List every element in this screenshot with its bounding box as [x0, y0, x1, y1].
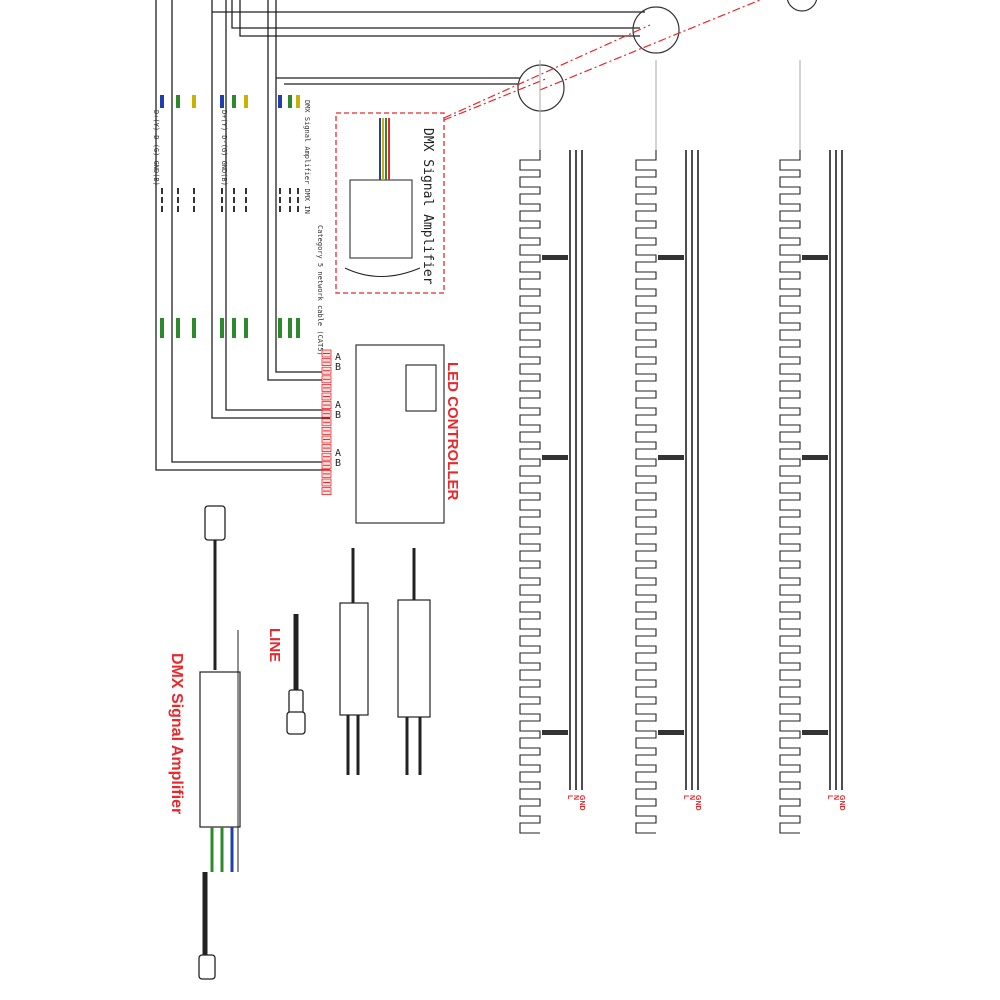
bus-line: [211, 0, 330, 419]
callout-circles: [517, 0, 818, 112]
rail-pin-label: GND: [838, 795, 845, 811]
rail-connector: [802, 455, 828, 460]
amplifier-inset: DMX Signal Amplifier: [335, 112, 445, 294]
rail-connector: [658, 730, 684, 735]
amp-inset-title: DMX Signal Amplifier: [420, 128, 435, 285]
bus-line: [267, 0, 330, 381]
bus-line: [239, 0, 640, 37]
terminal-pin-label: B: [335, 410, 341, 421]
power-supply-1: [339, 548, 369, 775]
terminal-pin-label: A: [335, 400, 341, 411]
terminal-pin-label: A: [335, 352, 341, 363]
bus-line: [155, 0, 330, 471]
bus-line: [225, 0, 330, 411]
line-label: LINE: [266, 628, 283, 662]
bus-line: [171, 0, 330, 463]
rail-connector: [542, 730, 568, 735]
dmx-amplifier-device: DMX Signal Amplifier: [168, 505, 241, 980]
terminal-pin-label: A: [335, 448, 341, 459]
led-strip-path: [635, 150, 657, 834]
power-supply-2: [397, 548, 431, 775]
rail-connector: [658, 455, 684, 460]
rail-pin-label: N: [688, 795, 695, 800]
rail-pin-label: N: [832, 795, 839, 800]
rail-pin-label: N: [572, 795, 579, 800]
rail-pin-label: GND: [694, 795, 701, 811]
rail-connector: [802, 730, 828, 735]
rail-pin-label: L: [566, 795, 573, 800]
rail-connector: [658, 255, 684, 260]
wiring-note: D+(Y) D-(G) GND(B): [152, 110, 160, 186]
wire-color-legend: D+(Y) D-(G) GND(B) D+(Y) D-(G) GND(B) DMX …: [152, 95, 324, 356]
bus-line: [275, 0, 330, 373]
terminal-pin-label: B: [335, 458, 341, 469]
rail-connector: [802, 255, 828, 260]
amplifier-label: DMX Signal Amplifier: [168, 653, 185, 814]
rail-pin-label: GND: [578, 795, 585, 811]
led-strip-path: [519, 150, 541, 834]
wiring-note: DMX Signal Amplifier DMX IN: [303, 100, 311, 214]
led-strip-path: [779, 150, 801, 834]
controller-label: LED CONTROLLER: [444, 362, 461, 500]
dmx-bus-lines: [155, 0, 645, 471]
rail-pin-label: L: [826, 795, 833, 800]
callout-leaders: [443, 0, 761, 121]
rail-connector: [542, 255, 568, 260]
rail-pin-label: L: [682, 795, 689, 800]
wiring-note: Category 5 network cable (CAT5): [316, 225, 324, 356]
line-connector: LINE: [266, 614, 306, 735]
bus-line: [231, 0, 640, 29]
wiring-note: D+(Y) D-(G) GND(B): [220, 110, 228, 186]
rail-connector: [542, 455, 568, 460]
terminal-pin-label: B: [335, 362, 341, 373]
